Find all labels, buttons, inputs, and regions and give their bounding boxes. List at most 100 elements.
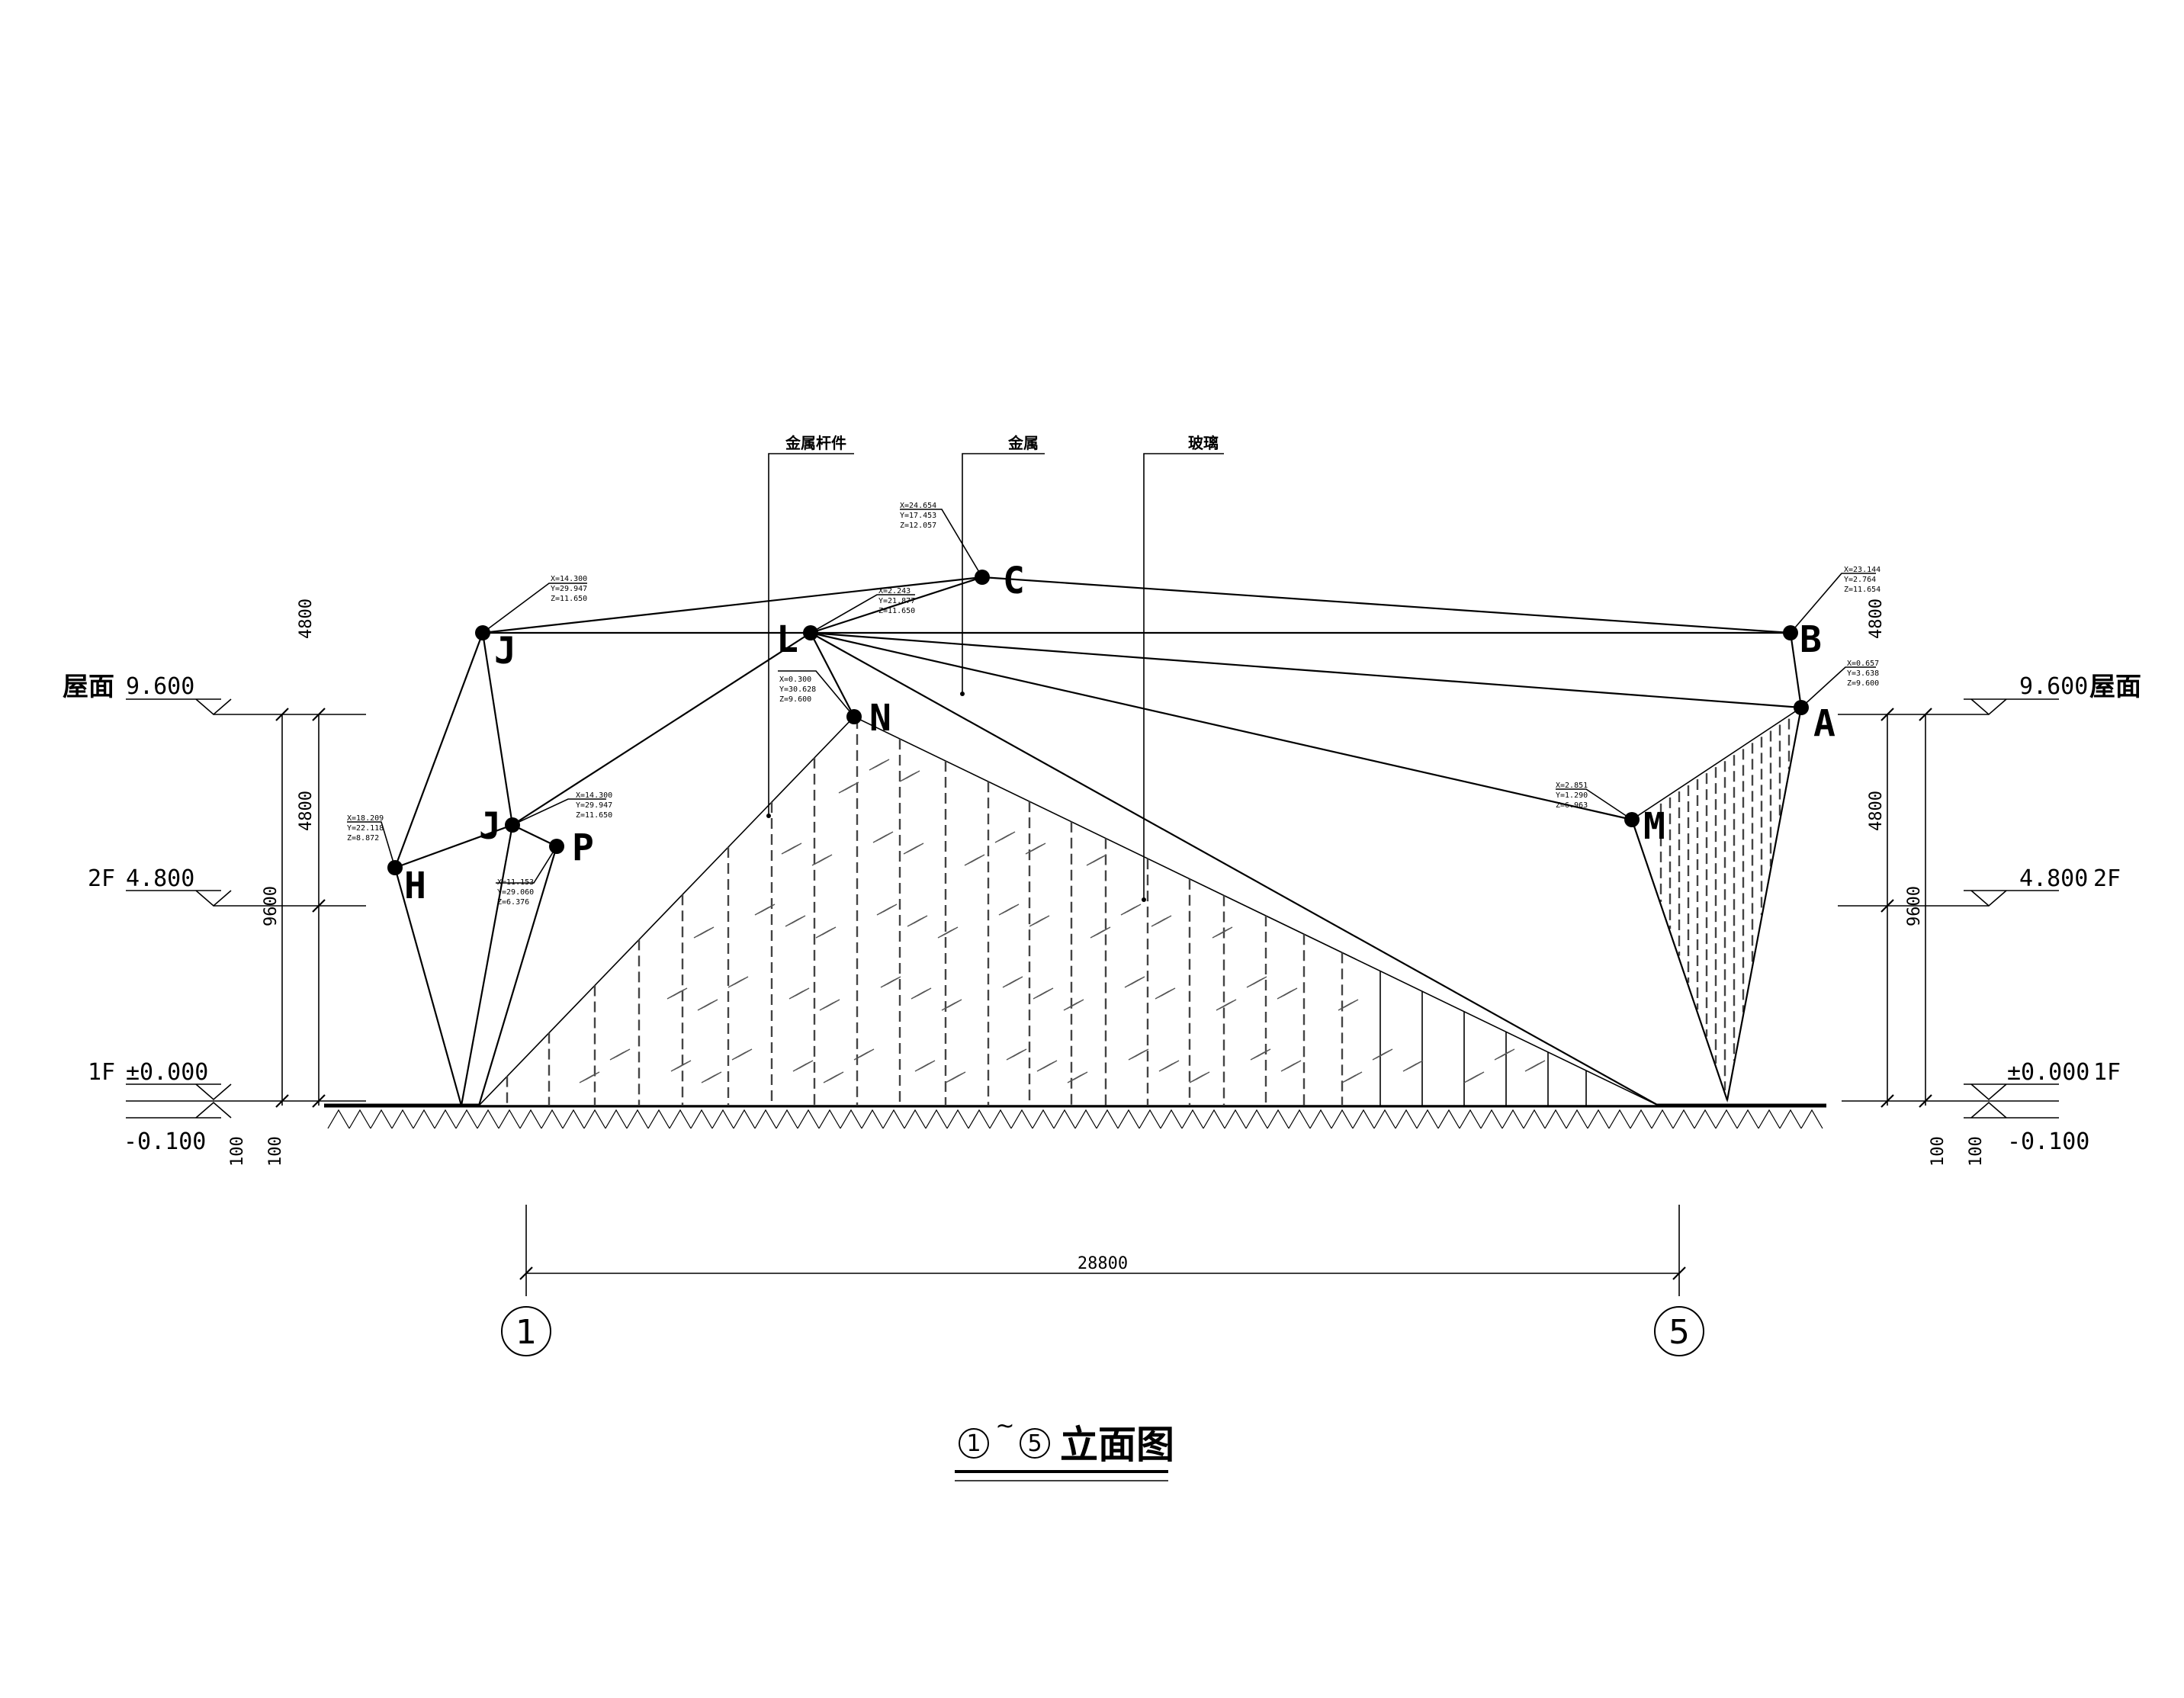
coord-p-z: Z=6.376: [497, 898, 529, 907]
coord-a-z: Z=9.600: [1847, 679, 1879, 688]
title-text: 立面图: [1060, 1423, 1174, 1467]
coord-c-z: Z=12.057: [900, 522, 936, 530]
dim-tick: [1919, 708, 1932, 721]
callout-metal: 金属: [1007, 434, 1039, 452]
earth-hatch-mark: [1800, 1109, 1823, 1129]
level-value-roof-right: 9.600: [2019, 673, 2088, 700]
leader-h: [347, 821, 396, 868]
level-mark-below-right: [1970, 1101, 2007, 1119]
dim-9600-left: 9600: [262, 886, 281, 926]
earth-hatch-mark: [498, 1109, 521, 1129]
coord-j-mid-z: Z=11.650: [576, 811, 612, 820]
coord-h-x: X=18.209: [347, 814, 384, 823]
label-h: H: [404, 865, 426, 907]
member-jmid-p: [512, 824, 557, 847]
earth-hatch-mark: [434, 1109, 457, 1129]
glass-hatch-mark: [734, 976, 749, 985]
earth-hatch-mark: [1502, 1109, 1524, 1129]
axis-bubble-1: [501, 1306, 551, 1356]
coord-c-x: X=24.654: [900, 502, 936, 510]
label-j-mid: J: [479, 805, 501, 848]
earth-hatch-mark: [1736, 1109, 1759, 1129]
glass-hatch-mark: [1161, 987, 1176, 997]
glass-hatch-mark: [821, 926, 837, 936]
level-mark-2f-right: [1970, 890, 2007, 907]
earth-hatch-mark: [626, 1109, 649, 1129]
glass-hatch-mark: [1252, 976, 1267, 985]
coord-l: X=2.243 Y=21.877 Z=11.650: [878, 587, 915, 615]
earth-hatch-mark: [370, 1109, 393, 1129]
glass-hatch-mark: [875, 759, 890, 768]
earth-hatch-mark: [754, 1109, 777, 1129]
level-mark-1f-left: [195, 1083, 232, 1101]
member-l-n: [810, 632, 855, 717]
glass-hatch-mark: [676, 1060, 692, 1069]
earth-hatch-mark: [1395, 1109, 1418, 1129]
level-mark-2f-left: [195, 890, 232, 907]
label-j-top: J: [494, 630, 516, 672]
glass-hatch-mark: [1408, 1060, 1424, 1069]
coord-n-x: X=0.300: [779, 676, 811, 684]
coord-c-y: Y=17.453: [900, 512, 936, 520]
coord-h-y: Y=22.118: [347, 824, 384, 833]
dim-100-right-a: 100: [1929, 1136, 1948, 1167]
glass-hatch-mark: [917, 987, 932, 997]
level-value-roof-left: 9.600: [126, 673, 194, 700]
earth-hatch-mark: [391, 1109, 414, 1129]
glass-hatch-mark: [878, 831, 894, 840]
earth-hatch-mark: [1139, 1109, 1161, 1129]
level-mark-roof-left: [195, 698, 232, 716]
earth-hatch-mark: [1160, 1109, 1183, 1129]
glass-hatch-mark: [1164, 1060, 1180, 1069]
glass-hatch-mark: [905, 770, 920, 779]
level-label-1f-left: 1F: [88, 1059, 115, 1086]
glass-hatch-mark: [1039, 987, 1054, 997]
dim-100-left-b: 100: [266, 1136, 285, 1167]
earth-hatch-mark: [1779, 1109, 1802, 1129]
glass-hatch-mark: [913, 915, 928, 924]
earth-hatch-mark: [519, 1109, 542, 1129]
coord-a-x: X=0.657: [1847, 660, 1879, 668]
dim-tick: [1919, 1094, 1932, 1108]
leader-a: [1800, 666, 1876, 708]
glass-hatch-mark: [1530, 1060, 1546, 1069]
glass-hatch-mark: [1134, 1048, 1149, 1058]
glass-hatch-mark: [859, 1048, 875, 1058]
earth-hatch-mark: [904, 1109, 927, 1129]
title-bubble-from: [959, 1428, 989, 1459]
glass-hatch-mark: [703, 999, 718, 1008]
material-callouts: 金属杆件 金属 玻璃: [766, 434, 1224, 902]
glass-hatch-mark: [817, 854, 833, 863]
coord-j-top-x: X=14.300: [551, 575, 587, 583]
glass-hatch-mark: [943, 926, 959, 936]
leader-n: [778, 670, 855, 717]
axis-label-5: 5: [1669, 1313, 1690, 1352]
level-mark-below-left: [195, 1101, 232, 1119]
member-j-c: [482, 576, 983, 634]
coord-c: X=24.654 Y=17.453 Z=12.057: [900, 502, 936, 530]
member-jmid-ground: [460, 824, 514, 1106]
dim-tick: [1880, 899, 1894, 913]
earth-hatch-mark: [1587, 1109, 1610, 1129]
span-dimension: 28800 1 5: [501, 1205, 1704, 1356]
dim-100-left-a: 100: [228, 1136, 247, 1167]
point-labels: C J L B N A J P H M: [404, 560, 1836, 907]
earth-hatch-mark: [669, 1109, 692, 1129]
glass-hatch-mark: [760, 904, 776, 913]
label-b: B: [1800, 618, 1822, 661]
earth-hatch-mark: [968, 1109, 991, 1129]
leader-j-mid: [512, 798, 606, 826]
earth-hatch-mark: [1480, 1109, 1503, 1129]
earth-hatch-mark: [1181, 1109, 1204, 1129]
earth-hatch-mark: [925, 1109, 948, 1129]
glass-hatch-mark: [947, 999, 962, 1008]
member-j-h: [393, 632, 484, 868]
leader-p: [496, 846, 557, 884]
earth-hatch-mark: [1288, 1109, 1311, 1129]
label-p: P: [572, 827, 594, 869]
coord-a-y: Y=3.638: [1847, 669, 1879, 678]
leader-dot-metal: [960, 692, 965, 696]
glass-hatch-mark: [798, 1060, 814, 1069]
level-value-2f-right: 4.800: [2019, 865, 2088, 892]
earth-hatch-mark: [861, 1109, 884, 1129]
